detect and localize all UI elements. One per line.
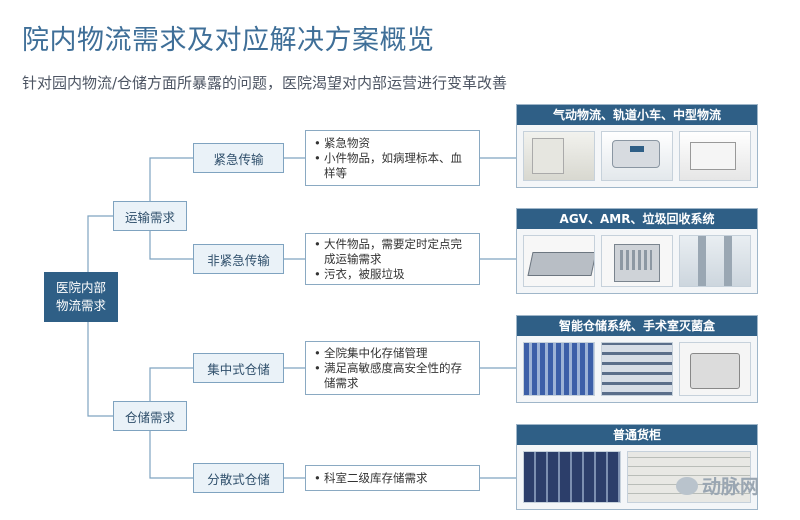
desc-urgent-item: 小件物品，如病理标本、血样等 — [324, 150, 462, 180]
panel-distributed-header: 普通货柜 — [517, 425, 757, 445]
pneumatic-tube-station-image — [523, 131, 595, 181]
sub-urgent: 紧急传输 — [193, 143, 284, 173]
bullet-icon: • — [314, 150, 321, 165]
desc-urgent-item: 紧急物资 — [324, 135, 370, 150]
desc-central-item: 满足高敏感度高安全性的存储需求 — [324, 360, 462, 390]
panel-central: 智能仓储系统、手术室灭菌盒 — [516, 315, 758, 403]
category-transport-label: 运输需求 — [124, 209, 175, 225]
amr-image — [601, 235, 673, 287]
cabinet-room-image — [523, 451, 621, 503]
watermark: 动脉网 — [676, 472, 759, 499]
root-node: 医院内部物流需求 — [44, 272, 118, 322]
bullet-icon: • — [314, 360, 321, 375]
desc-nonurgent-item: 大件物品，需要定时定点完成运输需求 — [324, 236, 462, 266]
wechat-icon — [676, 476, 698, 495]
rail-cart-image — [601, 131, 673, 181]
sterilization-box-image — [679, 342, 751, 396]
panel-urgent-header: 气动物流、轨道小车、中型物流 — [517, 105, 757, 125]
sub-nonurgent-label: 非紧急传输 — [207, 252, 270, 268]
desc-distributed-item: 科室二级库存储需求 — [324, 470, 428, 485]
bullet-icon: • — [314, 470, 321, 485]
bullet-icon: • — [314, 345, 321, 360]
page-subtitle: 针对园内物流/仓储方面所暴露的问题，医院渴望对内部运营进行变革改善 — [22, 74, 508, 92]
panel-nonurgent-header: AGV、AMR、垃圾回收系统 — [517, 209, 757, 229]
bullet-icon: • — [314, 236, 321, 251]
desc-central-item: 全院集中化存储管理 — [324, 345, 428, 360]
root-label: 医院内部物流需求 — [55, 280, 106, 313]
connector-root-categories — [87, 215, 113, 417]
agv-image — [523, 235, 595, 287]
waste-recycling-system-image — [679, 235, 751, 287]
desc-central: •全院集中化存储管理 •满足高敏感度高安全性的存储需求 — [305, 341, 480, 395]
desc-urgent: •紧急物资 •小件物品，如病理标本、血样等 — [305, 130, 480, 186]
desc-distributed: •科室二级库存储需求 — [305, 465, 480, 491]
watermark-text: 动脉网 — [702, 476, 760, 498]
desc-nonurgent-item: 污衣，被服垃圾 — [324, 266, 405, 281]
panel-distributed: 普通货柜 — [516, 424, 758, 510]
sub-central: 集中式仓储 — [193, 353, 284, 383]
medium-logistics-bin-image — [679, 131, 751, 181]
connector-storage-subs — [149, 367, 193, 479]
page-title: 院内物流需求及对应解决方案概览 — [22, 25, 435, 56]
smart-warehouse-image — [523, 342, 595, 396]
storage-shelving-image — [601, 342, 673, 396]
bullet-icon: • — [314, 266, 321, 281]
bullet-icon: • — [314, 135, 321, 150]
category-storage: 仓储需求 — [113, 401, 187, 431]
connector-transport-subs — [149, 157, 193, 260]
sub-nonurgent: 非紧急传输 — [193, 244, 284, 274]
desc-nonurgent: •大件物品，需要定时定点完成运输需求 •污衣，被服垃圾 — [305, 233, 480, 285]
panel-central-header: 智能仓储系统、手术室灭菌盒 — [517, 316, 757, 336]
sub-central-label: 集中式仓储 — [207, 361, 270, 377]
panel-nonurgent: AGV、AMR、垃圾回收系统 — [516, 208, 758, 294]
category-storage-label: 仓储需求 — [124, 409, 175, 425]
sub-urgent-label: 紧急传输 — [213, 151, 264, 167]
panel-urgent: 气动物流、轨道小车、中型物流 — [516, 104, 758, 188]
category-transport: 运输需求 — [113, 201, 187, 231]
sub-distributed: 分散式仓储 — [193, 463, 284, 493]
sub-distributed-label: 分散式仓储 — [207, 471, 270, 487]
